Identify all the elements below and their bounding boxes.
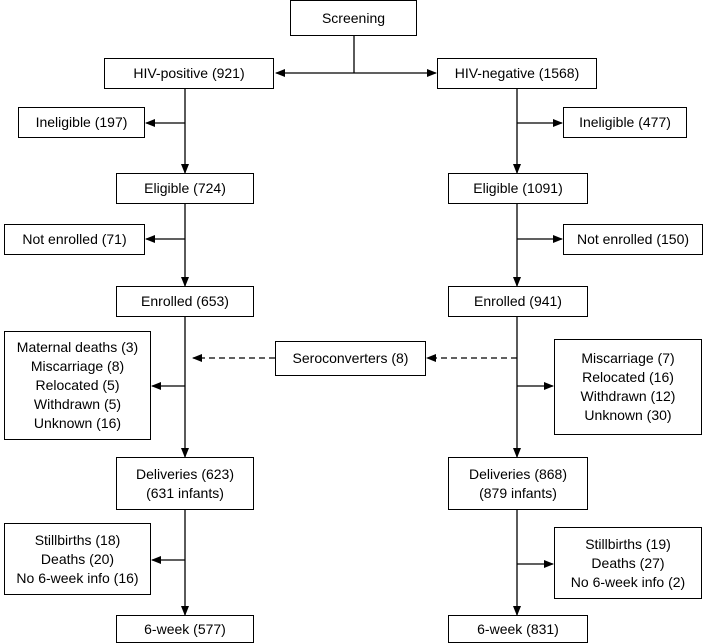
left-loss-item: Unknown (16) [33,415,122,431]
right-outcome-item: Deaths (27) [591,554,665,571]
hiv-negative-box: HIV-negative (1568) [437,58,597,89]
left-deliveries-box: Deliveries (623) (631 infants) [116,457,254,510]
left-loss-item: Maternal deaths (3) [16,339,139,355]
right-eligible-label: Eligible (1091) [473,180,563,196]
right-eligible-box: Eligible (1091) [448,173,588,204]
right-loss-item: Withdrawn (12) [580,388,676,404]
hiv-positive-box: HIV-positive (921) [104,58,274,89]
right-outcome-item: Stillbirths (19) [585,535,671,552]
left-outcomes-box: Stillbirths (18) Deaths (20) No 6-week i… [4,523,151,595]
left-infants-label: (631 infants) [146,484,224,501]
right-deliveries-label: Deliveries (868) [468,465,568,482]
right-outcome-item: No 6-week info (2) [570,573,686,590]
right-enrolled-box: Enrolled (941) [448,286,588,317]
left-deliveries-label: Deliveries (623) [135,465,235,482]
seroconverters-label: Seroconverters (8) [292,350,409,366]
right-loss-item: Miscarriage (7) [581,350,675,366]
left-eligible-label: Eligible (724) [144,180,226,196]
right-not-enrolled-box: Not enrolled (150) [563,224,703,255]
screening-label: Screening [321,9,386,26]
right-ineligible-label: Ineligible (477) [579,114,671,130]
left-ineligible-box: Ineligible (197) [18,107,145,138]
left-loss-item: Miscarriage (8) [30,358,125,374]
left-outcome-item: Deaths (20) [40,550,115,567]
right-six-week-label: 6-week (831) [477,620,559,637]
right-six-week-box: 6-week (831) [448,615,588,643]
left-six-week-label: 6-week (577) [144,620,226,637]
hiv-negative-label: HIV-negative (1568) [454,65,580,81]
right-not-enrolled-label: Not enrolled (150) [576,231,690,247]
left-loss-item: Withdrawn (5) [33,396,122,412]
right-loss-item: Unknown (30) [584,407,672,423]
right-enrolled-label: Enrolled (941) [474,293,562,309]
hiv-positive-label: HIV-positive (921) [133,65,245,81]
left-enrolled-box: Enrolled (653) [116,286,254,317]
seroconverters-box: Seroconverters (8) [275,341,426,376]
left-enrolled-label: Enrolled (653) [141,293,229,309]
right-deliveries-box: Deliveries (868) (879 infants) [448,457,588,510]
left-losses-box: Maternal deaths (3) Miscarriage (8) Relo… [4,331,151,440]
right-losses-box: Miscarriage (7) Relocated (16) Withdrawn… [554,339,702,435]
right-ineligible-box: Ineligible (477) [563,107,687,138]
left-not-enrolled-label: Not enrolled (71) [22,231,127,247]
left-outcome-item: Stillbirths (18) [34,531,121,548]
left-six-week-box: 6-week (577) [116,615,254,643]
right-loss-item: Relocated (16) [582,369,674,385]
screening-box: Screening [290,0,417,36]
left-loss-item: Relocated (5) [35,377,120,393]
left-not-enrolled-box: Not enrolled (71) [4,224,145,255]
left-outcome-item: No 6-week info (16) [16,569,139,586]
left-eligible-box: Eligible (724) [116,173,254,204]
right-outcomes-box: Stillbirths (19) Deaths (27) No 6-week i… [554,527,702,599]
left-ineligible-label: Ineligible (197) [35,114,128,130]
right-infants-label: (879 infants) [479,484,557,501]
